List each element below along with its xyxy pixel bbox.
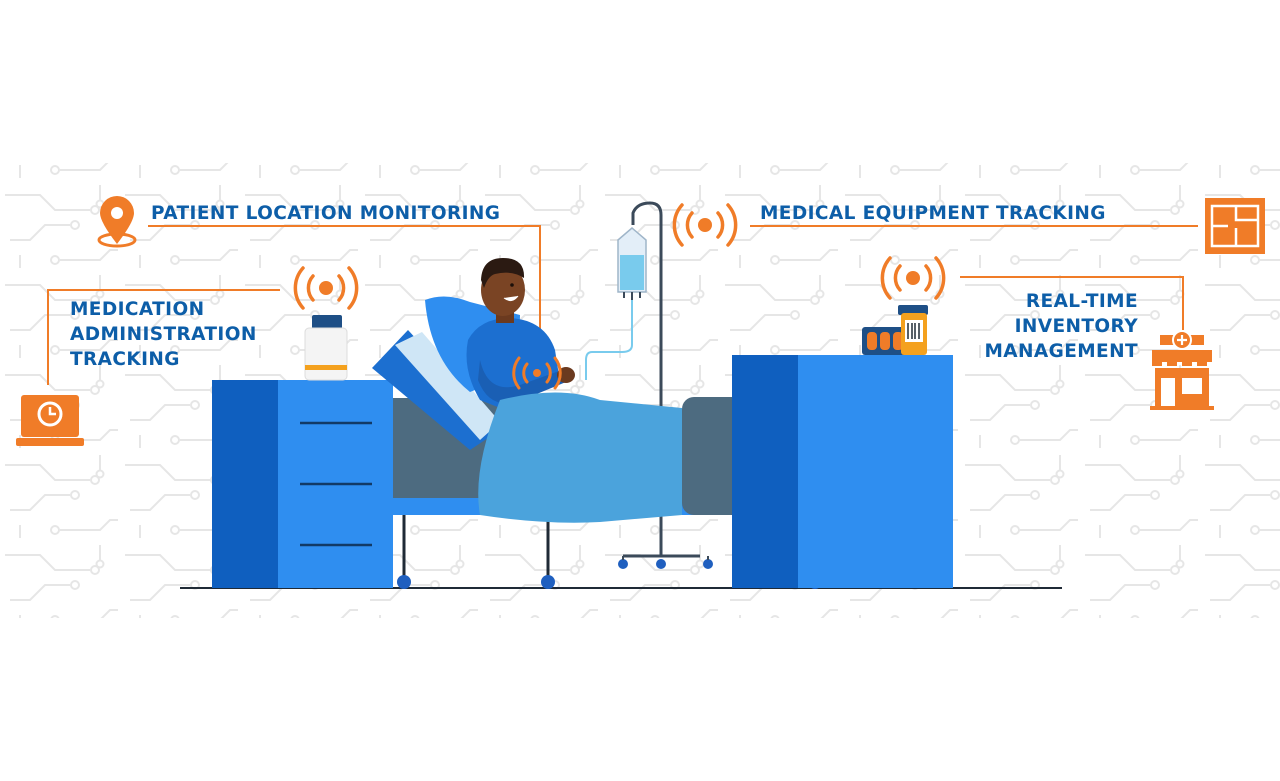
pill-pack	[862, 327, 908, 355]
blanket	[478, 392, 682, 523]
patient-location-label: PATIENT LOCATION MONITORING	[151, 203, 501, 224]
laptop-clock-icon	[16, 395, 84, 446]
rfid-signal-icon	[293, 266, 359, 310]
patient	[466, 258, 575, 410]
left-nightstand	[212, 380, 393, 588]
rfid-signal-icon	[512, 356, 562, 390]
floor-plan-icon	[1205, 198, 1265, 254]
pharmacy-store-icon	[1150, 330, 1214, 410]
rfid-signal-icon	[672, 203, 738, 247]
medical-equipment-label: MEDICAL EQUIPMENT TRACKING	[760, 203, 1106, 224]
pill-bottle	[898, 305, 928, 355]
connector-lines	[47, 225, 1198, 385]
medication-tracking-label: MEDICATION ADMINISTRATION TRACKING	[70, 299, 257, 370]
right-cabinet	[732, 355, 953, 588]
map-pin-icon	[97, 196, 137, 248]
medicine-bottle	[304, 315, 348, 381]
circuit-background	[0, 163, 1280, 618]
rfid-signal-icon	[880, 256, 946, 300]
iv-stand	[585, 201, 713, 569]
inventory-management-label: REAL-TIME INVENTORY MANAGEMENT	[984, 291, 1138, 362]
